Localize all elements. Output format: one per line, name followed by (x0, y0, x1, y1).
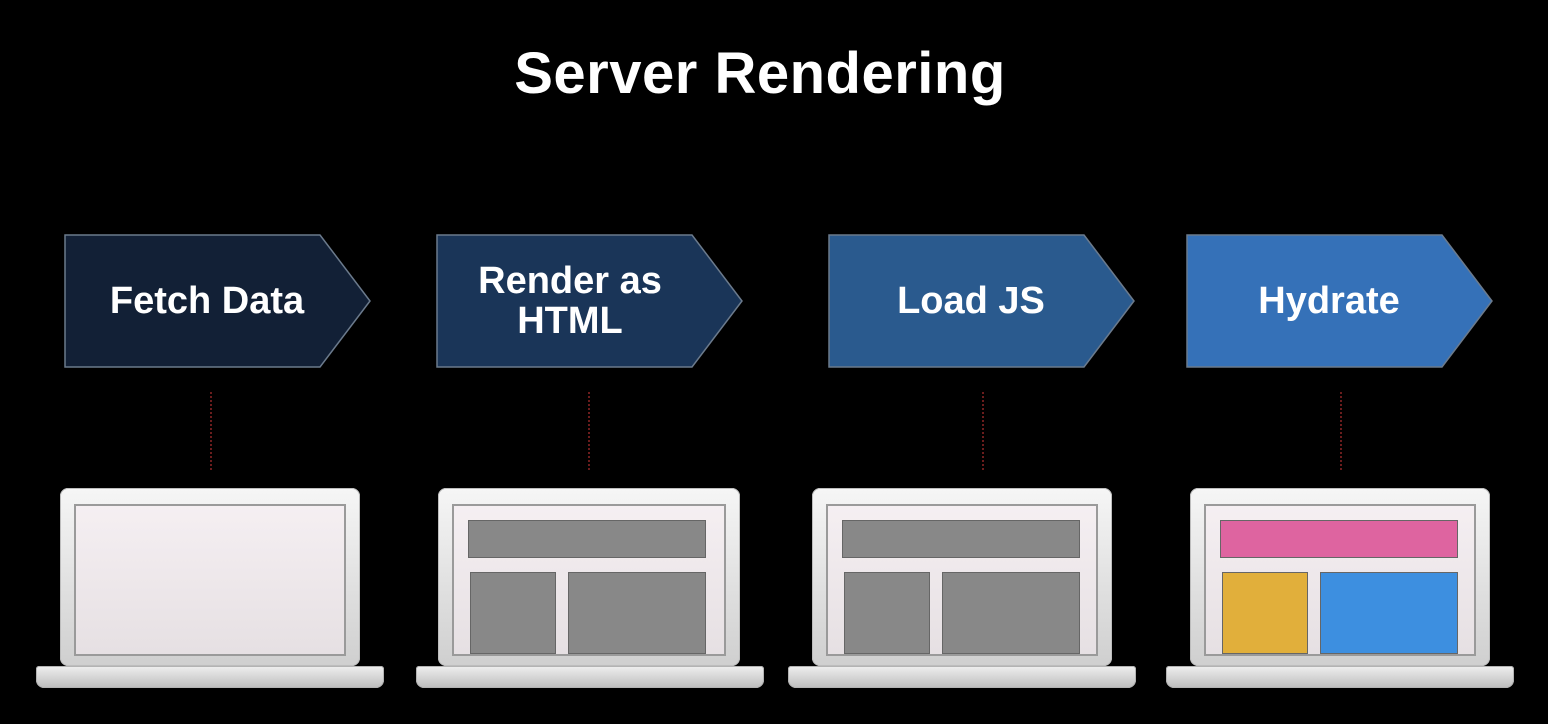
laptop-rendered-html (416, 488, 764, 688)
laptop-empty-page (36, 488, 384, 688)
dotted-connector (210, 392, 212, 470)
laptop-base (788, 666, 1136, 688)
step-fetch-data: Fetch Data (64, 234, 372, 368)
page-content-block (568, 572, 706, 654)
laptop-screen (1204, 504, 1476, 656)
page-content-block (942, 572, 1080, 654)
page-content-block-hydrated (1320, 572, 1458, 654)
step-arrow-polygon (828, 234, 1135, 368)
laptop-base (1166, 666, 1514, 688)
step-label: Load JS (897, 280, 1045, 322)
laptop-lid (60, 488, 360, 666)
page-header-block-hydrated (1220, 520, 1458, 558)
step-label: Render as HTML (478, 260, 662, 342)
page-header-block (842, 520, 1080, 558)
laptop-screen (826, 504, 1098, 656)
step-hydrate: Hydrate (1186, 234, 1494, 368)
dotted-connector (588, 392, 590, 470)
step-arrow-shape (828, 234, 1135, 368)
step-arrow-polygon (64, 234, 371, 368)
step-label: Hydrate (1258, 280, 1400, 322)
step-arrow-shape (436, 234, 743, 368)
page-sidebar-block (470, 572, 556, 654)
page-header-block (468, 520, 706, 558)
step-arrow-shape (64, 234, 371, 368)
dotted-connector (982, 392, 984, 470)
dotted-connector (1340, 392, 1342, 470)
step-arrow-shape (1186, 234, 1493, 368)
laptop-hydrated (1166, 488, 1514, 688)
slide-title: Server Rendering (514, 41, 1006, 106)
laptop-base (416, 666, 764, 688)
laptop-lid (438, 488, 740, 666)
step-arrow-polygon (436, 234, 743, 368)
step-render-as-html: Render as HTML (436, 234, 744, 368)
laptop-lid (1190, 488, 1490, 666)
step-load-js: Load JS (828, 234, 1136, 368)
laptop-js-loaded (788, 488, 1136, 688)
laptop-base (36, 666, 384, 688)
laptop-lid (812, 488, 1112, 666)
laptop-screen (452, 504, 726, 656)
step-arrow-polygon (1186, 234, 1493, 368)
step-label: Fetch Data (109, 280, 305, 322)
page-sidebar-block (844, 572, 930, 654)
page-sidebar-block-hydrated (1222, 572, 1308, 654)
laptop-screen (74, 504, 346, 656)
